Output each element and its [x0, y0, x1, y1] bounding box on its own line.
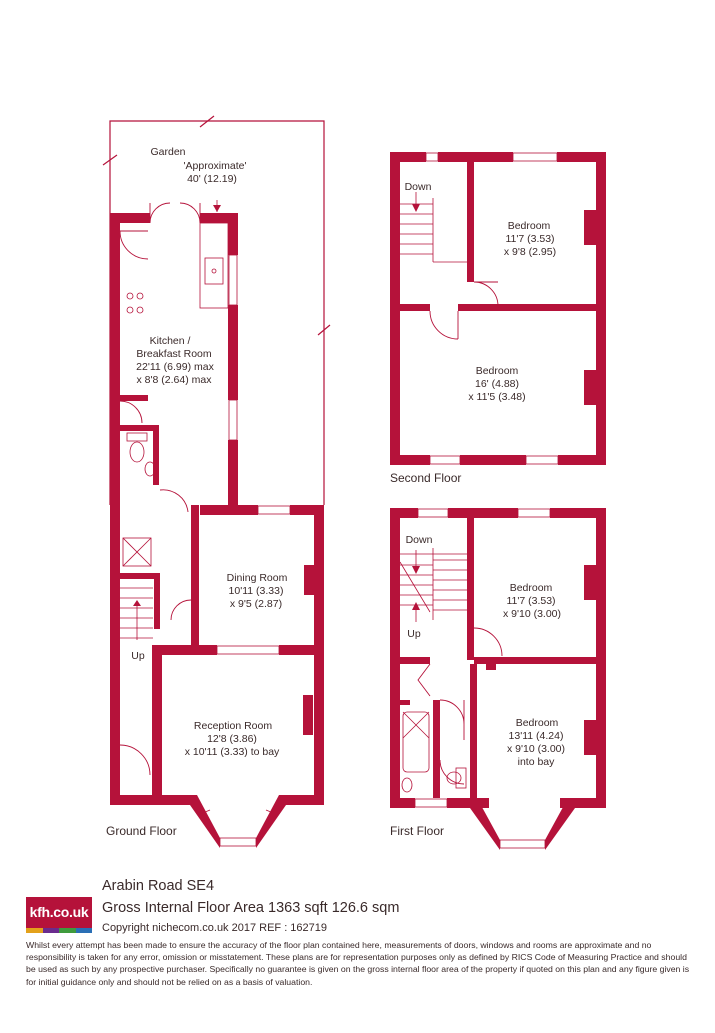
logo-stripe	[59, 928, 76, 933]
floor-area: Gross Internal Floor Area 1363 sqft 126.…	[102, 900, 400, 916]
first-bed2-dims-1: 13'11 (4.24)	[509, 730, 564, 742]
kitchen-name: Kitchen /	[150, 335, 191, 347]
kitchen-dims-2: x 8'8 (2.64) max	[137, 374, 213, 386]
second-floor-label: Second Floor	[390, 471, 461, 485]
first-floor-label: First Floor	[390, 824, 444, 838]
ground-floor-label: Ground Floor	[106, 824, 177, 838]
dining-dims-2: x 9'5 (2.87)	[230, 598, 282, 610]
kitchen-name-2: Breakfast Room	[136, 348, 212, 360]
second-down-label: Down	[405, 181, 432, 193]
first-stairs	[399, 548, 467, 622]
reception-name: Reception Room	[194, 720, 272, 732]
ground-up-label: Up	[131, 650, 145, 662]
garden-dims: 40' (12.19)	[187, 173, 237, 185]
second-floor-plan: Down Bedroom 11'7 (3.53) x 9'8 (2.95) Be…	[390, 152, 606, 485]
reception-dims-1: 12'8 (3.86)	[207, 733, 257, 745]
property-address: Arabin Road SE4	[102, 878, 215, 894]
kfh-logo: kfh.co.uk	[26, 897, 92, 933]
ground-floor-plan: Garden 'Approximate' 40' (12.19) Kitchen…	[102, 115, 331, 848]
second-bed1-dims-2: x 9'8 (2.95)	[504, 246, 556, 258]
logo-stripe	[75, 928, 92, 933]
ground-left-wall	[110, 213, 120, 800]
first-up-label: Up	[407, 628, 421, 640]
first-bed1-dims-1: 11'7 (3.53)	[506, 595, 555, 607]
dining-dims-1: 10'11 (3.33)	[229, 585, 284, 597]
second-stairs	[400, 192, 467, 263]
disclaimer: Whilst every attempt has been made to en…	[26, 940, 690, 987]
reception-dims-2: x 10'11 (3.33) to bay	[185, 746, 280, 758]
garden-name: Garden	[150, 146, 185, 158]
garden-note: 'Approximate'	[184, 160, 247, 172]
first-bed2-dims-3: into bay	[518, 756, 556, 768]
floor-plan: Garden 'Approximate' 40' (12.19) Kitchen…	[102, 115, 606, 850]
first-bed2-name: Bedroom	[516, 717, 559, 729]
kitchen-dims-1: 22'11 (6.99) max	[136, 361, 214, 373]
ground-stairs	[120, 587, 153, 640]
first-floor-plan: Down Up Bedroom 11'7 (3.53) x 9'10 (3.00…	[390, 508, 606, 850]
second-bed2-dims-2: x 11'5 (3.48)	[468, 391, 525, 403]
second-bed1-name: Bedroom	[508, 220, 551, 232]
first-bed2-dims-2: x 9'10 (3.00)	[507, 743, 565, 755]
copyright: Copyright nichecom.co.uk 2017 REF : 1627…	[102, 922, 328, 934]
second-bed2-dims-1: 16' (4.88)	[475, 378, 519, 390]
dining-name: Dining Room	[227, 572, 288, 584]
first-bed1-name: Bedroom	[510, 582, 553, 594]
logo-stripe	[42, 928, 59, 933]
first-bed1-dims-2: x 9'10 (3.00)	[503, 608, 561, 620]
first-down-label: Down	[406, 534, 433, 546]
logo-stripe	[26, 928, 43, 933]
second-bed1-dims-1: 11'7 (3.53)	[505, 233, 554, 245]
logo-stripes	[26, 928, 92, 933]
second-bed2-name: Bedroom	[476, 365, 519, 377]
